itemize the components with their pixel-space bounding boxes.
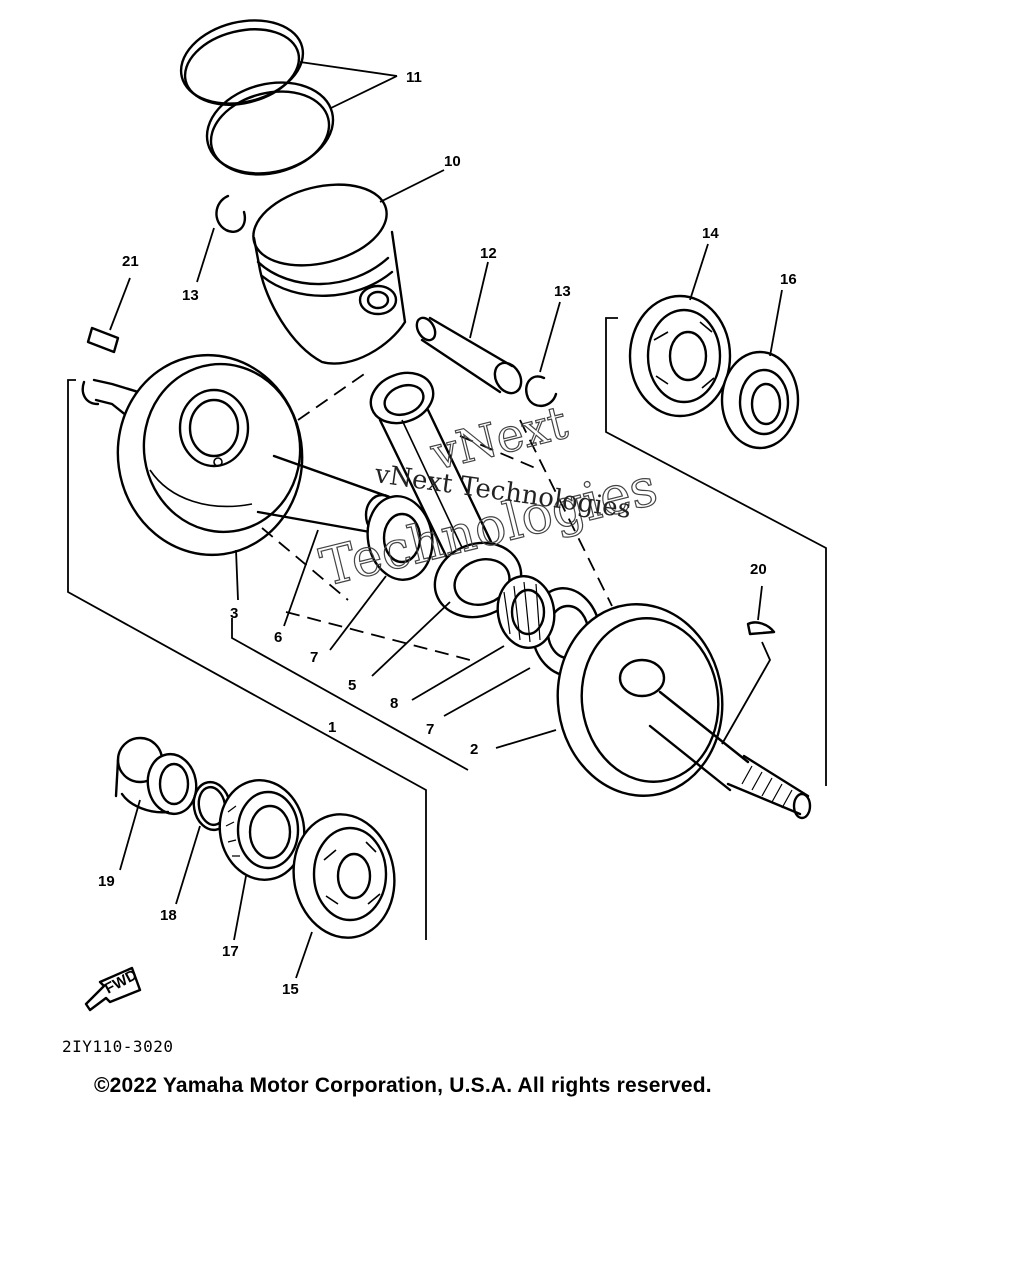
- piston-pin: [415, 261, 523, 395]
- callout-15: 15: [282, 981, 299, 998]
- callout-21: 21: [122, 253, 139, 270]
- oil-seal-upper-right: [720, 289, 800, 450]
- piston: [252, 169, 445, 365]
- callout-12: 12: [480, 245, 497, 262]
- bracket-assembly-1: [231, 618, 469, 771]
- needle-bearing: [411, 575, 556, 701]
- bracket-upper-right: [605, 317, 827, 786]
- thrust-washer-left: [329, 495, 434, 651]
- crank-wheel-right: [495, 603, 812, 820]
- document-code: 2IY110-3020: [62, 1037, 174, 1056]
- callout-1: 1: [328, 719, 336, 736]
- callout-labels: 11 10 13 21 12 13 14 16 20 3 6 7 5 8 1 7…: [98, 69, 797, 998]
- callout-11: 11: [406, 69, 422, 86]
- callout-20: 20: [750, 561, 767, 578]
- callout-18: 18: [160, 907, 177, 924]
- callout-7-right: 7: [426, 721, 434, 738]
- bracket-lower-left: [67, 379, 427, 940]
- piston-rings: [179, 19, 398, 176]
- callout-13-right: 13: [554, 283, 571, 300]
- callout-2: 2: [470, 741, 478, 758]
- callout-3: 3: [230, 605, 238, 622]
- callout-13-left: 13: [182, 287, 199, 304]
- callout-17: 17: [222, 943, 239, 960]
- callout-7-left: 7: [310, 649, 318, 666]
- callout-16: 16: [780, 271, 797, 288]
- dowel-pin: [86, 277, 131, 354]
- crank-wheel-left: [81, 353, 304, 601]
- watermark-line1: vNext: [425, 395, 573, 481]
- circlip-left: [196, 194, 247, 283]
- callout-10: 10: [444, 153, 461, 170]
- assembly-centerlines: [261, 369, 613, 661]
- copyright-notice: ©2022 Yamaha Motor Corporation, U.S.A. A…: [94, 1074, 712, 1097]
- callout-6: 6: [274, 629, 282, 646]
- callout-5: 5: [348, 677, 356, 694]
- callout-19: 19: [98, 873, 115, 890]
- fwd-arrow-icon: FWD: [84, 966, 142, 1012]
- bearing-lower: [292, 813, 396, 979]
- bearing-upper-right: [628, 243, 732, 418]
- oil-seal-lower: [218, 779, 306, 941]
- callout-8: 8: [390, 695, 398, 712]
- circlip-right: [525, 301, 561, 407]
- woodruff-key: [721, 585, 776, 745]
- callout-14: 14: [702, 225, 719, 242]
- bushing: [114, 736, 198, 871]
